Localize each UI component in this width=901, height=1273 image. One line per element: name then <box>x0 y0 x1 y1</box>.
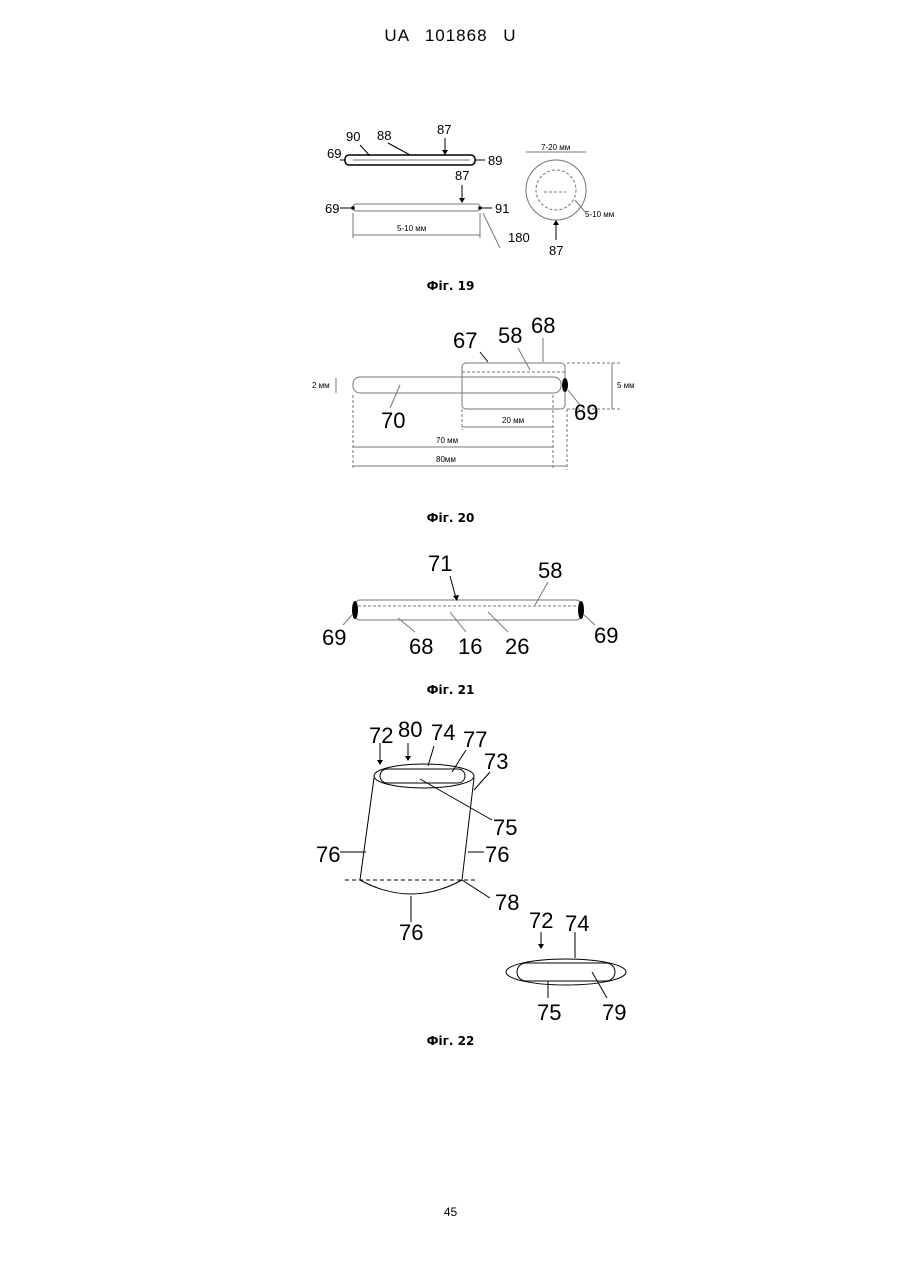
label-72a: 72 <box>369 723 393 748</box>
leader-16 <box>450 612 466 632</box>
label-71: 71 <box>428 551 452 576</box>
label-90: 90 <box>346 129 360 144</box>
cross-section-outer <box>526 160 586 220</box>
cylinder-left-edge <box>360 778 374 880</box>
end-plug-69 <box>562 378 568 392</box>
label-79: 79 <box>602 1000 626 1025</box>
figure-19-caption: Фіг. 19 <box>0 279 901 293</box>
tube-body <box>355 600 581 620</box>
label-69: 69 <box>574 400 598 425</box>
end-dot-left <box>351 206 355 210</box>
dim-outer-text: 7-20 мм <box>541 143 570 152</box>
dim-length-text: 5-10 мм <box>397 224 426 233</box>
label-87a: 87 <box>437 122 451 137</box>
label-89: 89 <box>488 153 502 168</box>
label-87b: 87 <box>455 168 469 183</box>
figure-21-drawing: 71 58 69 68 16 26 69 <box>0 540 901 670</box>
label-76b: 76 <box>485 842 509 867</box>
label-75b: 75 <box>537 1000 561 1025</box>
label-78: 78 <box>495 890 519 915</box>
arrow-72b-head <box>538 944 544 949</box>
label-88: 88 <box>377 128 391 143</box>
ring-slot <box>517 963 615 981</box>
arrow-72a-head <box>377 760 383 765</box>
figure-22-drawing: 72 80 74 77 73 75 76 76 78 76 72 74 75 7… <box>0 705 901 1035</box>
leader-69a <box>343 615 352 625</box>
rod-bottom <box>353 204 480 211</box>
label-68: 68 <box>409 634 433 659</box>
cylinder-top-outer <box>374 764 474 788</box>
dim-20mm-text: 20 мм <box>502 416 524 425</box>
dim-5mm-text: 5 мм <box>617 381 635 390</box>
end-plug-right <box>578 601 584 619</box>
label-74a: 74 <box>431 720 455 745</box>
arrow-87c-head <box>553 220 559 225</box>
label-69a: 69 <box>327 146 341 161</box>
label-80: 80 <box>398 717 422 742</box>
dim-inner-text: 5-10 мм <box>585 210 614 219</box>
figure-21-caption: Фіг. 21 <box>0 683 901 697</box>
cylinder-bottom-arc <box>360 880 462 894</box>
label-74b: 74 <box>565 911 589 936</box>
label-16: 16 <box>458 634 482 659</box>
figure-22-caption: Фіг. 22 <box>0 1034 901 1048</box>
arrow-71 <box>450 576 456 598</box>
leader-180 <box>483 213 500 248</box>
leader-88 <box>388 143 410 155</box>
dim-80mm-text: 80мм <box>436 455 456 464</box>
arrow-87b-head <box>459 198 465 203</box>
label-58: 58 <box>538 558 562 583</box>
dim-2mm-text: 2 мм <box>312 381 330 390</box>
leader-58 <box>535 582 548 605</box>
leader-74a <box>428 746 434 766</box>
label-91: 91 <box>495 201 509 216</box>
label-67: 67 <box>453 328 477 353</box>
label-69a: 69 <box>322 625 346 650</box>
leader-73 <box>474 772 490 790</box>
figure-19-drawing: 69 90 88 87 89 87 69 91 5-10 мм 180 7-20… <box>0 0 901 270</box>
label-87c: 87 <box>549 243 563 258</box>
leader-26 <box>488 612 508 632</box>
label-180: 180 <box>508 230 530 245</box>
label-68: 68 <box>531 313 555 338</box>
inner-rod <box>353 377 561 393</box>
dim-70mm-text: 70 мм <box>436 436 458 445</box>
leader-58 <box>518 348 530 370</box>
end-plug-left <box>352 601 358 619</box>
label-73: 73 <box>484 749 508 774</box>
label-69b: 69 <box>594 623 618 648</box>
label-69b: 69 <box>325 201 339 216</box>
label-26: 26 <box>505 634 529 659</box>
label-75a: 75 <box>493 815 517 840</box>
leader-70 <box>390 385 400 408</box>
tube-sleeve <box>462 363 565 409</box>
label-58: 58 <box>498 323 522 348</box>
figure-20-drawing: 67 58 68 70 69 2 мм 5 мм 20 мм 70 мм 80м… <box>0 300 901 500</box>
label-70: 70 <box>381 408 405 433</box>
page-number: 45 <box>0 1205 901 1219</box>
end-dot-right <box>478 206 482 210</box>
leader-78 <box>462 880 490 898</box>
label-72b: 72 <box>529 908 553 933</box>
arrow-80-head <box>405 756 411 761</box>
cylinder-right-edge <box>462 778 474 880</box>
label-76c: 76 <box>399 920 423 945</box>
leader-67 <box>480 352 488 362</box>
figure-20-caption: Фіг. 20 <box>0 511 901 525</box>
leader-79 <box>592 972 607 998</box>
label-76a: 76 <box>316 842 340 867</box>
cross-section-inner <box>536 170 576 210</box>
